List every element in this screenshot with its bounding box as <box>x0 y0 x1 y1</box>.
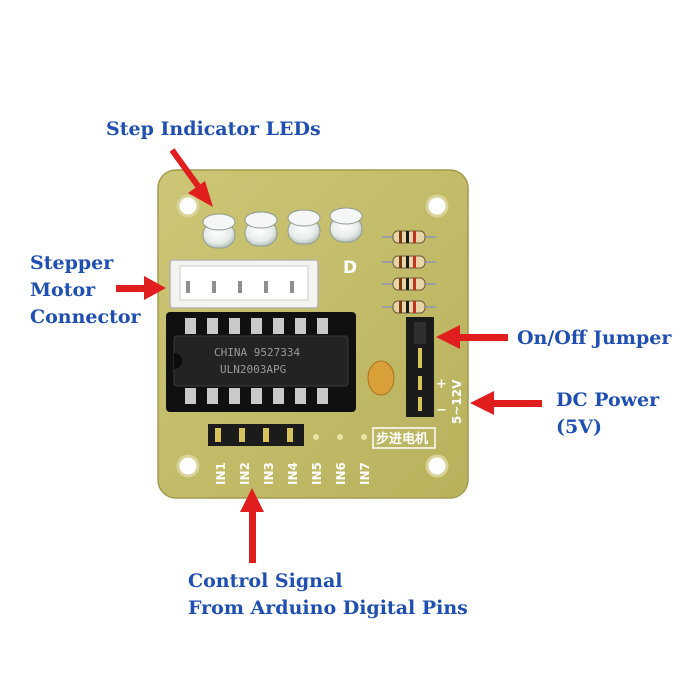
led <box>329 207 363 243</box>
mount-hole <box>425 454 449 478</box>
pin-label-in7: IN7 <box>358 462 372 485</box>
resistor <box>382 277 436 291</box>
power-callout-line1: DC Power <box>556 389 660 411</box>
motor-connector <box>169 259 319 309</box>
arrow-jumper <box>436 325 508 349</box>
led <box>287 209 321 245</box>
arrow-connector <box>116 276 166 300</box>
arrow-control <box>240 488 264 563</box>
plus-sign: + <box>436 377 447 392</box>
pin-label-in4: IN4 <box>286 462 300 485</box>
chip-marking-line1: CHINA 9527334 <box>214 346 300 359</box>
pin-label-in6: IN6 <box>334 462 348 485</box>
pin-labels: IN1 IN2 IN3 IN4 IN5 IN6 IN7 <box>214 462 372 485</box>
connector-callout: Stepper Motor Connector <box>30 250 141 331</box>
input-header <box>208 424 367 446</box>
connector-callout-line3: Connector <box>30 306 141 328</box>
resistor <box>382 300 436 314</box>
pin-label-in2: IN2 <box>238 462 252 485</box>
power-header <box>406 317 434 417</box>
mount-hole <box>176 454 200 478</box>
resistor <box>382 230 436 244</box>
minus-sign: − <box>436 403 447 418</box>
chip-marking-line2: ULN2003APG <box>220 363 286 376</box>
power-callout: DC Power (5V) <box>556 387 659 441</box>
pin-label-in3: IN3 <box>262 462 276 485</box>
arrow-power <box>470 391 542 415</box>
control-callout-line2: From Arduino Digital Pins <box>188 597 468 619</box>
leds-callout: Step Indicator LEDs <box>106 118 321 140</box>
led <box>244 211 278 247</box>
jumper-callout: On/Off Jumper <box>517 327 672 349</box>
led-letter: D <box>343 258 357 278</box>
resistor <box>382 255 436 269</box>
mount-hole <box>176 194 200 218</box>
step-leds <box>202 207 363 249</box>
chinese-label-box <box>372 427 436 449</box>
callout-arrows <box>116 148 542 563</box>
capacitor <box>367 360 395 396</box>
connector-callout-line2: Motor <box>30 279 96 301</box>
control-callout-line1: Control Signal <box>188 570 343 592</box>
connector-callout-line1: Stepper <box>30 252 114 274</box>
pin-label-in5: IN5 <box>310 462 324 485</box>
control-callout: Control Signal From Arduino Digital Pins <box>188 568 468 622</box>
power-callout-line2: (5V) <box>556 416 602 438</box>
resistors <box>382 230 436 314</box>
arrow-leds <box>169 148 213 207</box>
uln2003-chip: CHINA 9527334 ULN2003APG <box>166 312 356 412</box>
pin-label-in1: IN1 <box>214 462 228 485</box>
chinese-label: 步进电机 <box>376 431 428 447</box>
led <box>202 213 236 249</box>
mount-hole <box>425 194 449 218</box>
voltage-label: 5~12V <box>450 379 464 424</box>
